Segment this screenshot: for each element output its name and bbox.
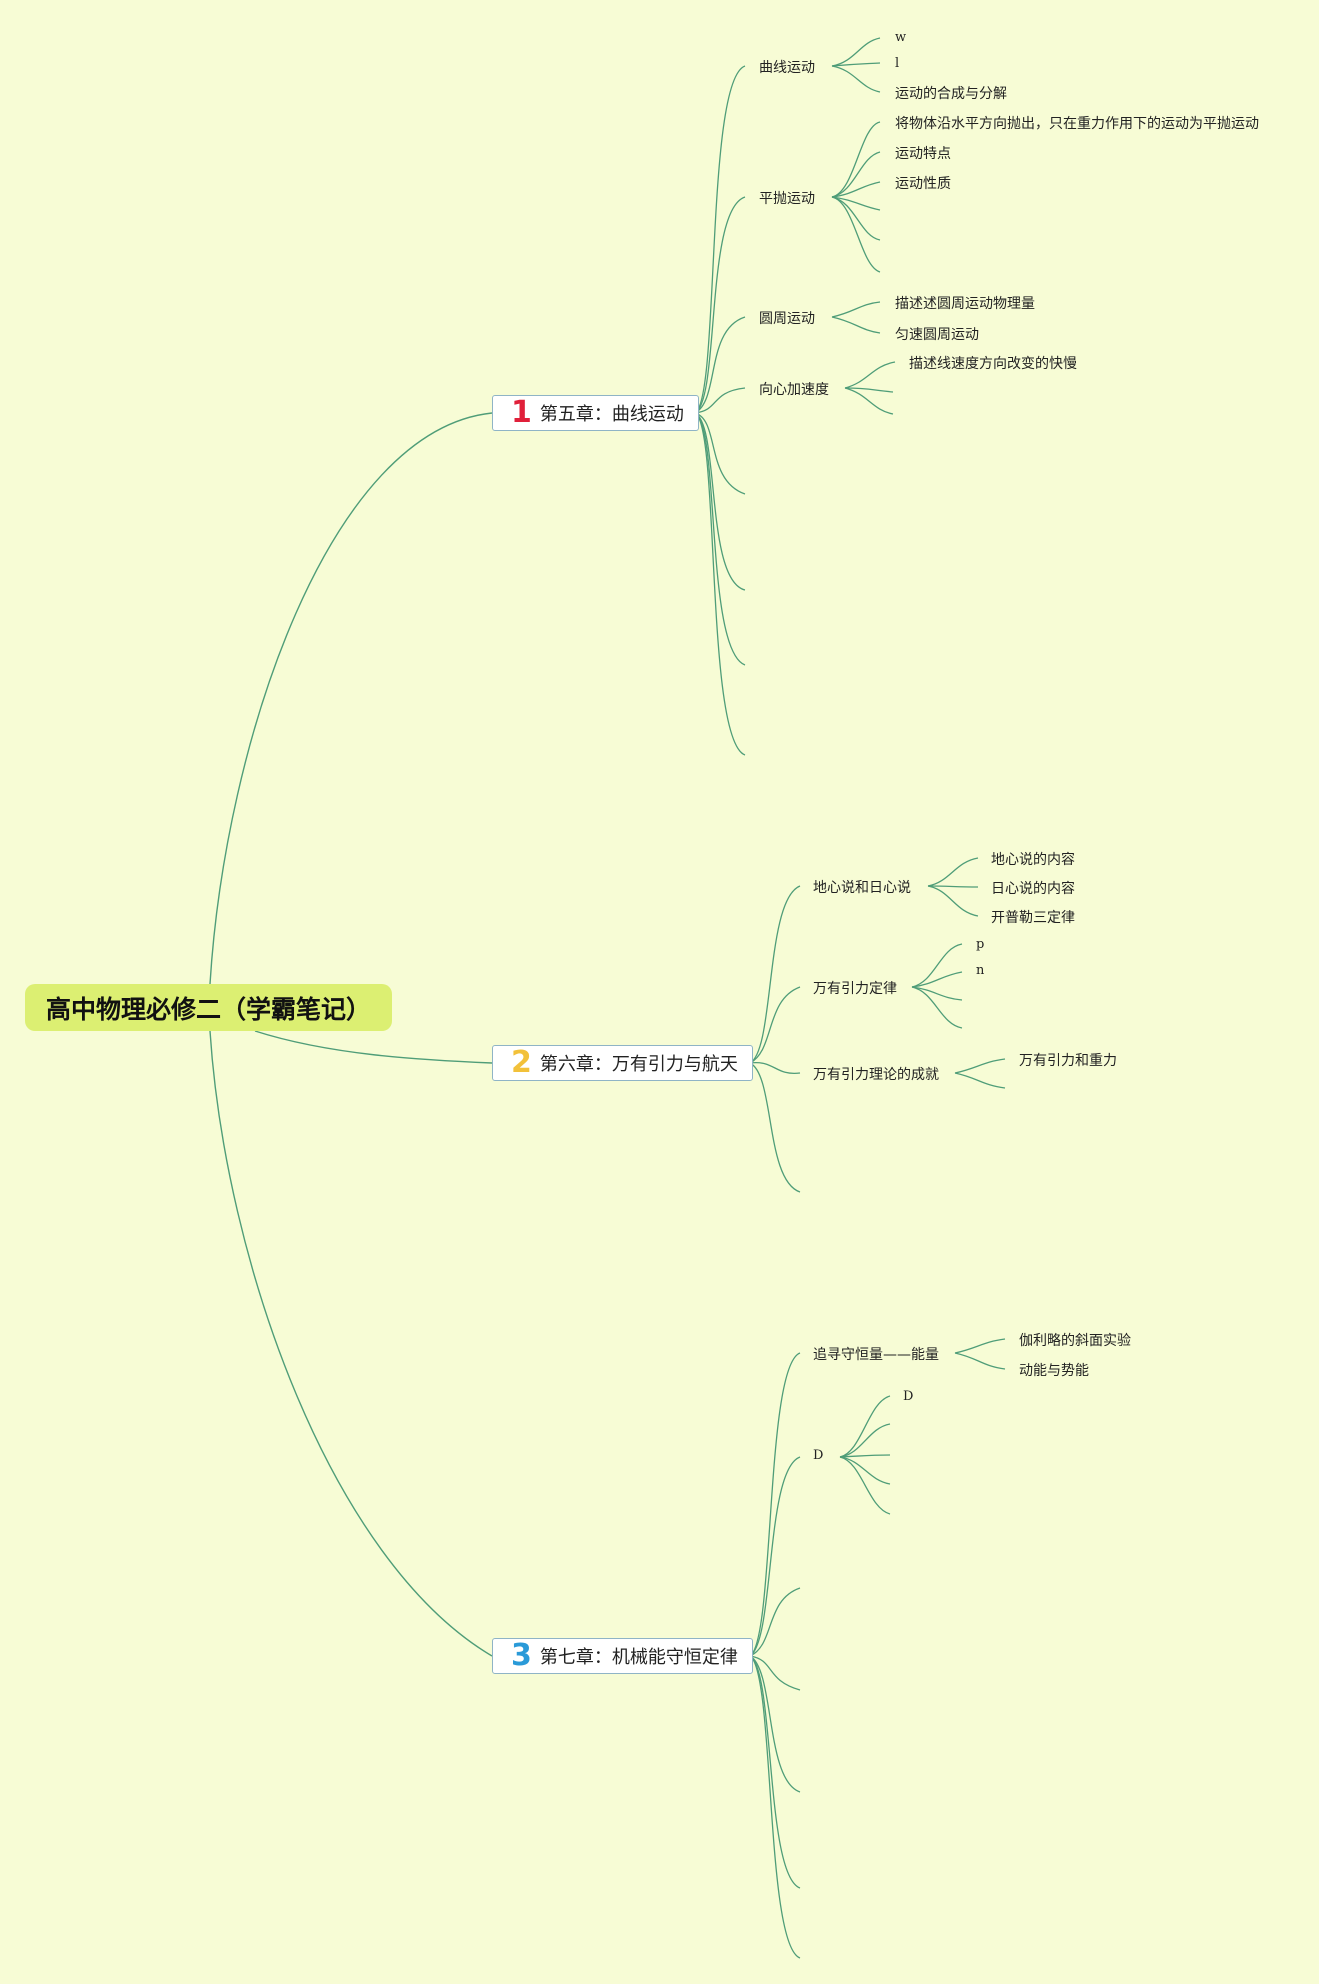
leaf-node[interactable]: w xyxy=(895,30,907,45)
link-c3t2-l3 xyxy=(839,1454,891,1458)
link-ch3-e5 xyxy=(749,1655,801,1959)
link-t2-l5 xyxy=(831,196,881,241)
link-ch3-t1 xyxy=(749,1352,801,1657)
link-c2t3-l1 xyxy=(954,1058,1006,1074)
chapter-node-7[interactable]: 3 第七章：机械能守恒定律 xyxy=(492,1638,753,1674)
leaf-node[interactable]: 开普勒三定律 xyxy=(991,910,1075,926)
topic-node[interactable]: 万有引力定律 xyxy=(813,981,897,997)
link-t2-l2 xyxy=(831,151,881,198)
topic-node[interactable]: D xyxy=(813,1448,824,1463)
link-t1-l1 xyxy=(831,37,881,67)
link-c2t1-l1 xyxy=(927,857,979,887)
link-c3t2-l1 xyxy=(839,1395,891,1458)
link-t2-l1 xyxy=(831,121,881,198)
chapter-node-5[interactable]: 1 第五章：曲线运动 xyxy=(492,395,699,431)
link-ch2-t1 xyxy=(749,885,801,1064)
link-t2-l4 xyxy=(831,196,881,211)
chapter-title: 第七章：机械能守恒定律 xyxy=(539,1647,738,1668)
link-c2t2-l4 xyxy=(911,986,963,1029)
link-t3-l2 xyxy=(831,316,881,334)
leaf-node[interactable]: 描述线速度方向改变的快慢 xyxy=(909,356,1077,372)
leaf-node[interactable]: 运动性质 xyxy=(895,176,951,192)
leaf-node[interactable]: 描述述圆周运动物理量 xyxy=(895,296,1035,312)
leaf-node[interactable]: 动能与势能 xyxy=(1019,1363,1089,1379)
leaf-node[interactable]: 地心说的内容 xyxy=(991,852,1075,868)
link-t4-l2 xyxy=(844,387,894,393)
link-ch3-e3 xyxy=(749,1655,801,1793)
link-ch1-e4 xyxy=(694,412,746,756)
number-one-icon: 1 xyxy=(511,395,532,430)
link-ch1-e2 xyxy=(694,412,746,591)
link-ch1-e1 xyxy=(694,412,746,495)
link-c2t2-l3 xyxy=(911,986,963,1001)
leaf-node[interactable]: n xyxy=(976,963,985,978)
leaf-node[interactable]: 伽利略的斜面实验 xyxy=(1019,1333,1131,1349)
leaf-node[interactable]: 万有引力和重力 xyxy=(1019,1053,1117,1069)
link-c2t2-l2 xyxy=(911,971,963,988)
chapter-title: 第六章：万有引力与航天 xyxy=(539,1054,738,1075)
leaf-node[interactable]: l xyxy=(895,56,900,71)
topic-node[interactable]: 平抛运动 xyxy=(759,191,815,207)
link-t1-l2 xyxy=(831,62,881,67)
chapter-title: 第五章：曲线运动 xyxy=(539,404,684,425)
leaf-node[interactable]: 运动特点 xyxy=(895,146,951,162)
link-c2t2-l1 xyxy=(911,943,963,988)
topic-node[interactable]: 万有引力理论的成就 xyxy=(813,1067,939,1083)
link-ch3-t2 xyxy=(749,1456,801,1657)
link-c3t2-l2 xyxy=(839,1423,891,1458)
leaf-node[interactable]: p xyxy=(976,937,985,952)
link-ch2-e1 xyxy=(749,1062,801,1193)
link-c2t3-l2 xyxy=(954,1072,1006,1089)
link-t2-l6 xyxy=(831,196,881,273)
topic-node[interactable]: 圆周运动 xyxy=(759,311,815,327)
link-c3t2-l5 xyxy=(839,1456,891,1515)
link-c3t1-l2 xyxy=(954,1352,1006,1370)
link-ch1-t2 xyxy=(694,196,746,414)
link-t4-l1 xyxy=(844,361,896,389)
link-t2-l3 xyxy=(831,181,881,198)
number-three-icon: 3 xyxy=(511,1638,532,1673)
link-ch2-t3 xyxy=(749,1062,801,1074)
number-two-icon: 2 xyxy=(511,1045,532,1080)
link-c3t1-l1 xyxy=(954,1338,1006,1354)
topic-node[interactable]: 曲线运动 xyxy=(759,60,815,76)
leaf-node[interactable]: D xyxy=(903,1389,914,1404)
link-t4-l3 xyxy=(844,387,894,415)
link-ch3-e4 xyxy=(749,1655,801,1889)
link-c3t2-l4 xyxy=(839,1456,891,1485)
link-t3-l1 xyxy=(831,301,881,318)
link-ch2-t2 xyxy=(749,986,801,1064)
leaf-node[interactable]: 匀速圆周运动 xyxy=(895,327,979,343)
leaf-node[interactable]: 日心说的内容 xyxy=(991,881,1075,897)
leaf-node[interactable]: 将物体沿水平方向抛出，只在重力作用下的运动为平抛运动 xyxy=(895,116,1259,132)
link-ch1-t3 xyxy=(694,316,746,414)
link-ch1-t1 xyxy=(694,65,746,414)
link-root-ch1 xyxy=(209,412,493,985)
link-t1-l3 xyxy=(831,65,881,93)
link-root-ch3 xyxy=(209,1030,493,1657)
link-c2t1-l2 xyxy=(927,885,979,888)
link-c2t1-l3 xyxy=(927,885,979,917)
topic-node[interactable]: 追寻守恒量——能量 xyxy=(813,1347,939,1363)
link-ch1-t4 xyxy=(694,387,746,414)
chapter-node-6[interactable]: 2 第六章：万有引力与航天 xyxy=(492,1045,753,1081)
topic-node[interactable]: 向心加速度 xyxy=(759,382,829,398)
root-topic[interactable]: 高中物理必修二（学霸笔记） xyxy=(25,984,392,1031)
leaf-node[interactable]: 运动的合成与分解 xyxy=(895,86,1007,102)
link-ch3-e2 xyxy=(749,1655,801,1691)
link-root-ch2 xyxy=(254,1030,493,1064)
link-ch3-e1 xyxy=(749,1587,801,1657)
link-ch1-e3 xyxy=(694,412,746,666)
topic-node[interactable]: 地心说和日心说 xyxy=(813,880,911,896)
